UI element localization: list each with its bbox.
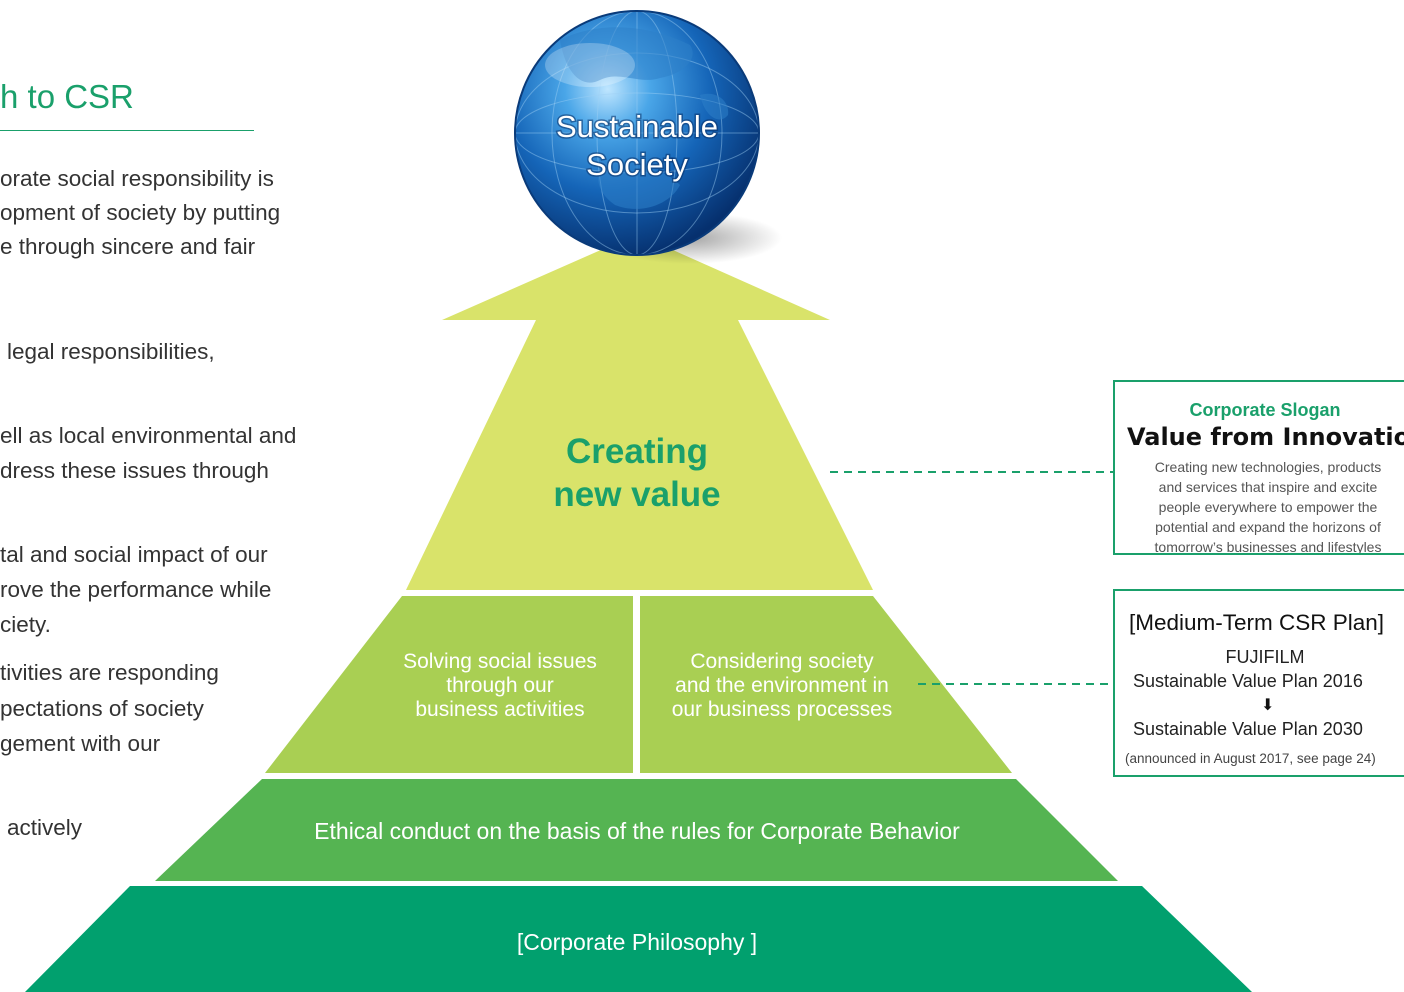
slogan-label: Corporate Slogan: [1189, 400, 1341, 420]
body-line: tivities are responding: [0, 660, 219, 685]
globe-highlight: [545, 43, 635, 87]
ethics-band-label: Ethical conduct on the basis of the rule…: [314, 818, 960, 844]
body-line: tal and social impact of our: [0, 542, 268, 567]
philosophy-band-label: [Corporate Philosophy ]: [517, 929, 757, 955]
plan-line-2030: Sustainable Value Plan 2030: [1133, 719, 1363, 739]
left-block-line3: business activities: [415, 698, 584, 721]
business-processes-block: [640, 596, 1012, 773]
slogan-description: Creating new technologies, products and …: [1121, 457, 1404, 555]
slogan-desc-line: potential and expand the horizons of: [1155, 519, 1381, 535]
body-line: actively: [7, 815, 83, 840]
body-line: e through sincere and fair: [0, 234, 256, 259]
ethics-band: [155, 779, 1118, 881]
globe-label-line2: Society: [586, 147, 688, 182]
plan-line-2016: Sustainable Value Plan 2016: [1133, 671, 1363, 691]
left-block-line1: Solving social issues: [403, 650, 597, 673]
corporate-slogan-box: Corporate Slogan Value from Innovation C…: [1113, 380, 1404, 555]
plan-note: (announced in August 2017, see page 24): [1125, 751, 1376, 766]
slogan-desc-line: people everywhere to empower the: [1158, 499, 1378, 515]
body-line: opment of society by putting: [0, 200, 281, 225]
arrow-label-line1: Creating: [566, 432, 708, 471]
plan-line-fujifilm: FUJIFILM: [1225, 647, 1305, 667]
body-line: legal responsibilities,: [7, 339, 215, 364]
slogan-desc-line: and services that inspire and excite: [1158, 479, 1378, 495]
right-block-line3: our business processes: [672, 698, 893, 721]
left-block-line2: through our: [446, 674, 553, 697]
down-arrow-icon: ⬇: [1261, 697, 1275, 714]
section-heading: h to CSR: [0, 78, 134, 115]
arrow-label-line2: new value: [553, 475, 720, 514]
globe-continents: [560, 27, 729, 209]
body-line: ciety.: [0, 612, 51, 637]
globe-label-line1: Sustainable: [556, 109, 718, 144]
body-line: pectations of society: [0, 696, 204, 721]
body-line: dress these issues through: [0, 458, 269, 483]
social-issues-block: [265, 596, 633, 773]
slogan-desc-line: Creating new technologies, products: [1154, 459, 1382, 475]
body-line: orate social responsibility is: [0, 166, 274, 191]
body-line: gement with our: [0, 731, 161, 756]
csr-plan-box: [Medium-Term CSR Plan] FUJIFILM Sustaina…: [1113, 589, 1404, 777]
slogan-desc-line: tomorrow’s businesses and lifestyles: [1154, 539, 1382, 555]
creating-value-arrow: [406, 234, 873, 590]
slogan-title: Value from Innovation: [1127, 423, 1404, 451]
body-line: ell as local environmental and: [0, 423, 297, 448]
plan-title: [Medium-Term CSR Plan]: [1129, 610, 1385, 635]
heading-rule: [0, 130, 254, 131]
right-block-line2: and the environment in: [675, 674, 889, 697]
philosophy-band: [25, 886, 1252, 992]
body-line: rove the performance while: [0, 577, 272, 602]
right-block-line1: Considering society: [690, 650, 874, 673]
